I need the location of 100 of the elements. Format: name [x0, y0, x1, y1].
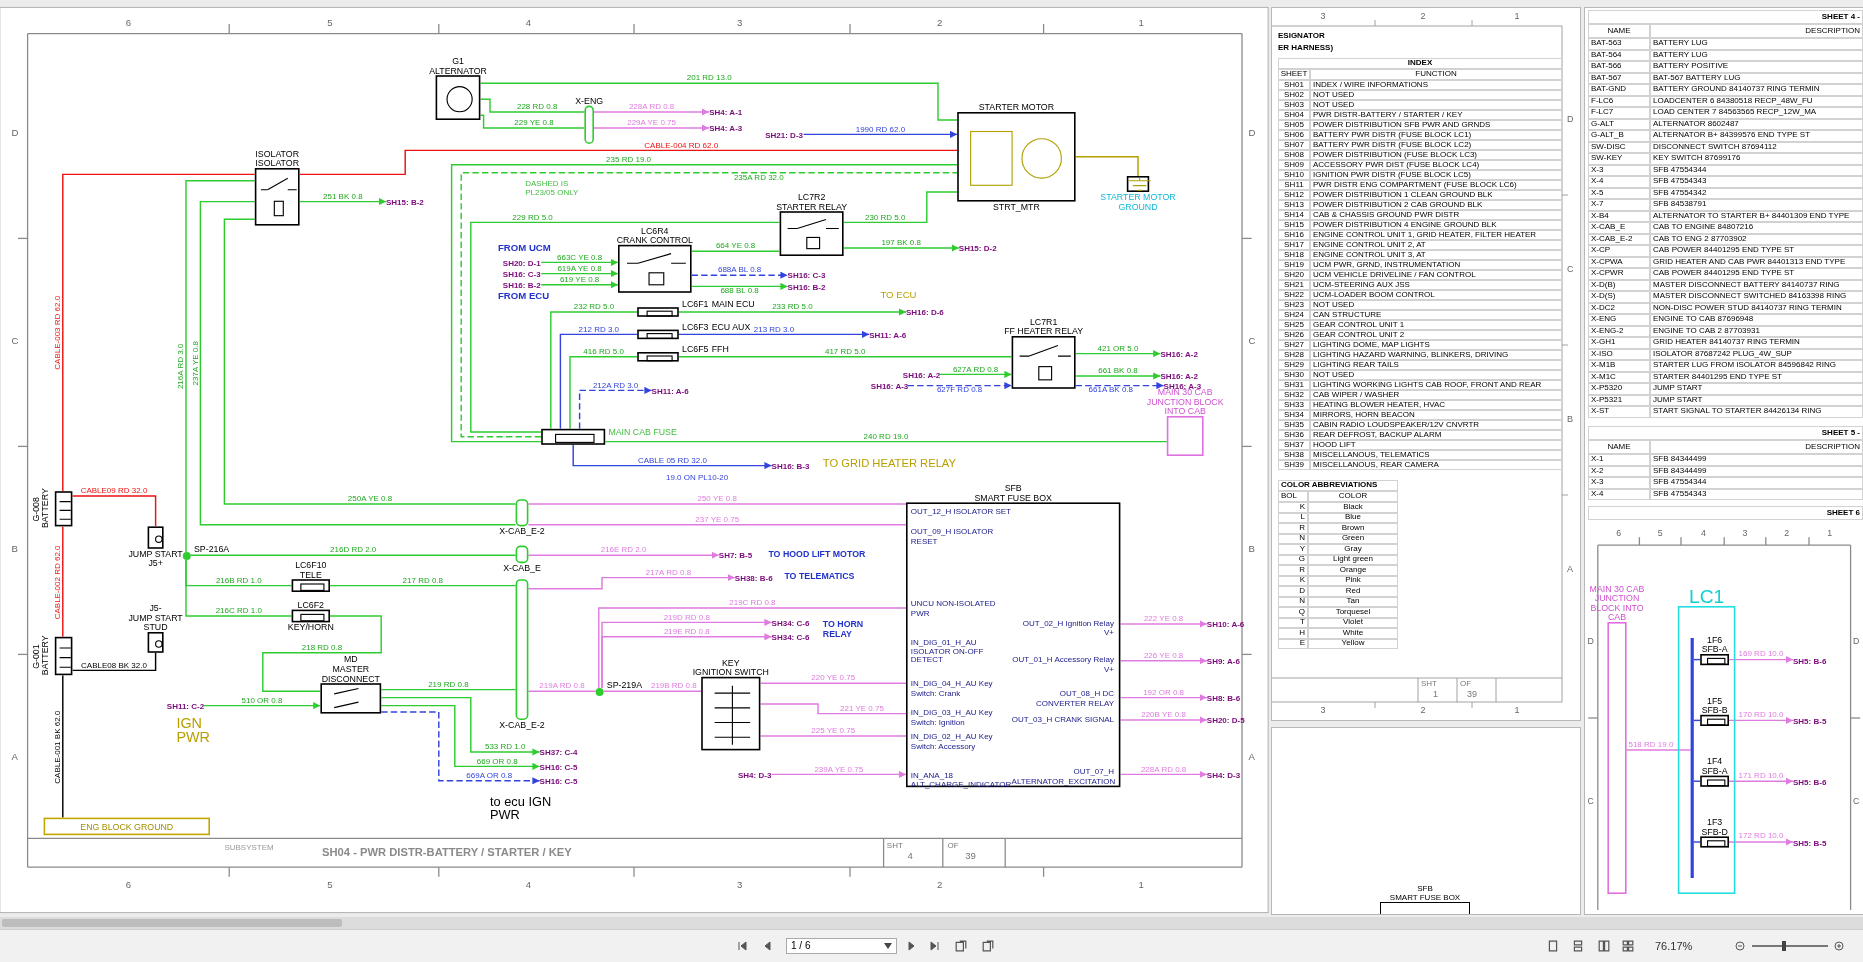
- wire-label: 218 RD 0.8: [301, 643, 342, 652]
- grid-reference: 1: [1514, 12, 1520, 21]
- grid-reference: A: [1248, 752, 1255, 762]
- component-label: STRT_MTR: [992, 201, 1040, 212]
- wire-label: 237A YE 0.8: [190, 341, 200, 386]
- wire: [61, 674, 64, 819]
- sheet-function: LIGHTING DOME, MAP LIGHTS: [1313, 341, 1430, 349]
- wire: [1074, 350, 1161, 358]
- wire-label: 421 OR 5.0: [1097, 343, 1139, 353]
- grid-reference: A: [11, 752, 18, 762]
- component-label: FF HEATER RELAY: [1003, 326, 1083, 336]
- wire-label: 510 OR 0.8: [241, 695, 283, 705]
- sheet-code: SH15: [1284, 221, 1304, 229]
- sheet-code: SH25: [1284, 321, 1304, 329]
- sheet-code: SH39: [1284, 461, 1304, 469]
- connector-description: SFB 84344499: [1653, 466, 1707, 476]
- pin-label: IN_DIG_03_H_AU Key Switch: Ignition: [910, 708, 994, 727]
- grid-reference: 4: [1700, 529, 1706, 538]
- wire-label: 228 RD 0.8: [516, 102, 558, 112]
- connector-description: KEY SWITCH 87699176: [1653, 154, 1741, 164]
- wire: [1728, 716, 1794, 724]
- sheet-function: BATTERY PWR DISTR (FUSE BLOCK LC2): [1313, 141, 1472, 149]
- sheet-reference: SH11: A-6: [651, 385, 689, 396]
- sheet-function: GEAR CONTROL UNIT 1: [1313, 321, 1405, 329]
- sheet-code: SH38: [1284, 451, 1304, 459]
- connector-name: X-4: [1591, 177, 1604, 187]
- wire-label: 669 OR 0.8: [476, 756, 518, 766]
- sheet-function: ENGINE CONTROL UNIT 2, AT: [1313, 241, 1426, 249]
- component-label: KEY: [721, 657, 740, 668]
- sheet-function: LIGHTING WORKING LIGHTS CAB ROOF, FRONT AND REAR: [1313, 381, 1542, 389]
- wire-label: CABLE 05 RD 32.0: [637, 455, 707, 465]
- connector-description: BAT-567 BATTERY LUG: [1653, 73, 1741, 83]
- connector-description: START SIGNAL TO STARTER 84426134 RING: [1653, 407, 1822, 417]
- grid-reference: D: [1567, 115, 1574, 124]
- wire: [1074, 382, 1164, 390]
- connector-description: BATTERY POSITIVE: [1653, 62, 1729, 72]
- sheet-reference: SH16: A-2: [1160, 348, 1198, 359]
- wire: [690, 250, 780, 252]
- component-label: SP-219A: [606, 680, 642, 690]
- component-label: ENG BLOCK GROUND: [79, 821, 173, 832]
- connector-description: LOAD CENTER 7 84563565 RECP_12W_MA: [1653, 108, 1817, 118]
- grid-reference: 1: [1514, 706, 1520, 715]
- sheet-code: SH12: [1284, 191, 1304, 199]
- wire: [690, 271, 788, 279]
- grid-reference: 1: [1138, 880, 1144, 890]
- sheet-reference: SH16: B-3: [771, 460, 809, 471]
- connector-name: X-CAB_E: [1591, 223, 1626, 233]
- wire: [540, 281, 619, 289]
- sheet-code: SH08: [1284, 151, 1304, 159]
- connector-name: F-LC6: [1591, 96, 1614, 106]
- component-label: SFB-B: [1701, 705, 1728, 715]
- wire: [527, 503, 907, 505]
- wire: [380, 704, 540, 770]
- wire-label: 228A RD 0.8: [1140, 764, 1186, 774]
- sheet-reference: SH8: B-6: [1206, 692, 1240, 703]
- connector-name: X-CAB_E-2: [1591, 234, 1633, 244]
- grid-reference: 5: [326, 17, 333, 28]
- grid-reference: 2: [936, 880, 942, 890]
- table-title: SHEET 5 -: [1821, 428, 1860, 438]
- sheet-code: SH10: [1284, 171, 1304, 179]
- wire-label: 216A RD 3.0: [175, 343, 185, 390]
- wire: [380, 711, 540, 785]
- wire: [1693, 841, 1701, 843]
- wire-label: 627F RD 0.8: [936, 386, 982, 396]
- connector-name: X-ST: [1591, 407, 1610, 417]
- color-code: N: [1299, 597, 1305, 607]
- subsystem-caption: SUBSYSTEM: [224, 843, 274, 852]
- sheet-code: SH37: [1284, 441, 1304, 449]
- title-block-caption: SHT: [886, 841, 903, 850]
- sheet-code: SH35: [1284, 421, 1304, 429]
- component-label: 1F5: [1707, 695, 1723, 706]
- wire-label: 172 RD 10.0: [1738, 832, 1784, 842]
- connector-name: G-ALT_B: [1591, 131, 1624, 141]
- pin-label: OUT_12_H ISOLATOR SET: [910, 507, 1012, 516]
- wire: [592, 108, 710, 116]
- wire-label: 219 RD 0.8: [427, 679, 469, 689]
- color-name: Light green: [1333, 555, 1373, 565]
- sheet-count: 39: [1467, 690, 1477, 699]
- grid-reference: 4: [525, 17, 531, 28]
- sheet-function: INDEX / WIRE INFORMATIONS: [1313, 81, 1428, 89]
- wire-label: 219A RD 0.8: [538, 681, 585, 691]
- wire: [842, 244, 960, 252]
- component-label: ALTERNATOR: [428, 65, 487, 76]
- wire: [1728, 838, 1794, 846]
- component-label: G1: [451, 56, 464, 66]
- color-name: Pink: [1345, 576, 1361, 586]
- grid-reference: 3: [1320, 12, 1326, 21]
- connector-description: MASTER DISCONNECT SWITCHED 84163398 RING: [1653, 292, 1847, 302]
- connector-description: ALTERNATOR TO STARTER B+ 84401309 END TYPE: [1653, 211, 1850, 221]
- component-label: BATTERY: [40, 487, 50, 531]
- sheet-function: LIGHTING HAZARD WARNING, BLINKERS, DRIVING: [1313, 351, 1509, 359]
- sheet-reference: SH34: C-6: [771, 617, 809, 628]
- sheet-function: BATTERY PWR DISTR (FUSE BLOCK LC1): [1313, 131, 1472, 139]
- color-code: T: [1300, 618, 1305, 628]
- note-text: 19.0 ON PL10-20: [665, 473, 728, 482]
- color-name: Blue: [1345, 513, 1361, 523]
- grid-reference: 6: [125, 880, 131, 890]
- wire: [479, 98, 585, 113]
- wire: [527, 524, 907, 526]
- grid-reference: A: [1567, 565, 1573, 574]
